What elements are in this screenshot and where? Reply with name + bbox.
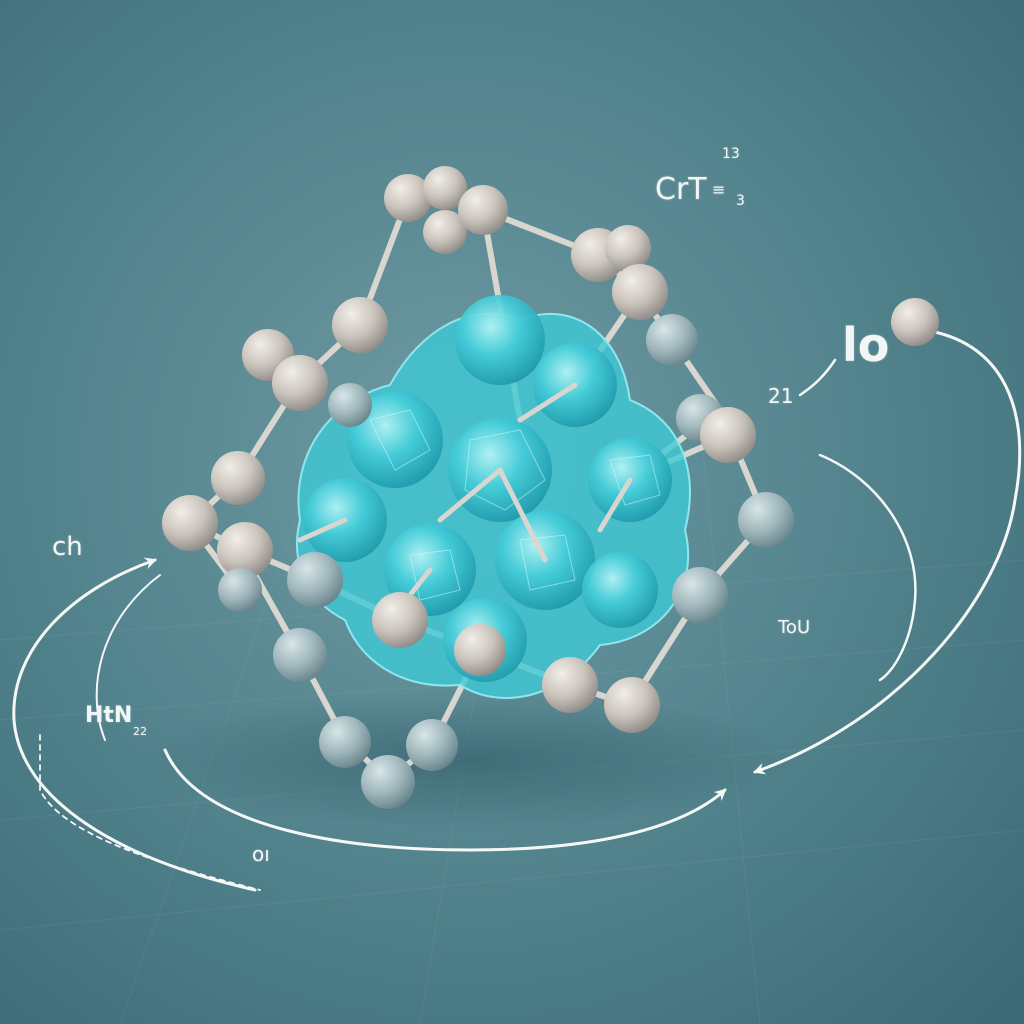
core-sphere bbox=[582, 552, 658, 628]
atom bbox=[328, 383, 372, 427]
atom bbox=[646, 314, 698, 366]
orbit-tick-right bbox=[798, 358, 837, 397]
formula-symbol-label: ≡ bbox=[712, 180, 726, 199]
orbit-dash-left bbox=[39, 734, 261, 891]
atom bbox=[604, 677, 660, 733]
orbit-arrow-left bbox=[12, 557, 257, 892]
atom bbox=[454, 624, 506, 676]
orbit-arc-right-inner bbox=[818, 453, 917, 682]
atom bbox=[605, 225, 651, 271]
atom bbox=[361, 755, 415, 809]
formula-top-label: CrT bbox=[655, 172, 707, 207]
orbit-arrows bbox=[12, 330, 1022, 892]
orbit-arrow-left-inner bbox=[95, 574, 161, 741]
atom bbox=[332, 297, 388, 353]
atom bbox=[672, 567, 728, 623]
orbit-arrow-bottom bbox=[163, 748, 727, 852]
atom bbox=[406, 719, 458, 771]
formula-superscript-label: 13 bbox=[722, 146, 740, 162]
atom bbox=[423, 166, 467, 210]
left-lower-subscript-label: 22 bbox=[133, 725, 147, 738]
atom bbox=[700, 407, 756, 463]
right-label: lo bbox=[842, 318, 890, 372]
atom bbox=[162, 495, 218, 551]
atom bbox=[384, 174, 432, 222]
molecule-shadow bbox=[140, 690, 800, 830]
left-lower-label: HtN bbox=[85, 703, 133, 728]
core-sphere bbox=[455, 295, 545, 385]
number-label: 21 bbox=[768, 384, 794, 408]
atoms bbox=[162, 166, 939, 809]
atom bbox=[287, 552, 343, 608]
bottom-label: oı bbox=[252, 842, 270, 866]
core-sphere bbox=[347, 392, 443, 488]
atom bbox=[217, 522, 273, 578]
atom-detached bbox=[891, 298, 939, 346]
atom bbox=[211, 451, 265, 505]
orbit-arrow-right bbox=[753, 330, 1022, 775]
right-lower-label: ToU bbox=[778, 617, 811, 638]
left-label: ch bbox=[52, 532, 83, 562]
atom bbox=[612, 264, 668, 320]
atom bbox=[272, 355, 328, 411]
atom bbox=[218, 568, 262, 612]
atom bbox=[542, 657, 598, 713]
atom bbox=[458, 185, 508, 235]
atom bbox=[423, 210, 467, 254]
atom bbox=[319, 716, 371, 768]
atom bbox=[273, 628, 327, 682]
atom bbox=[372, 592, 428, 648]
atom bbox=[738, 492, 794, 548]
formula-subscript-label: 3 bbox=[736, 193, 745, 209]
